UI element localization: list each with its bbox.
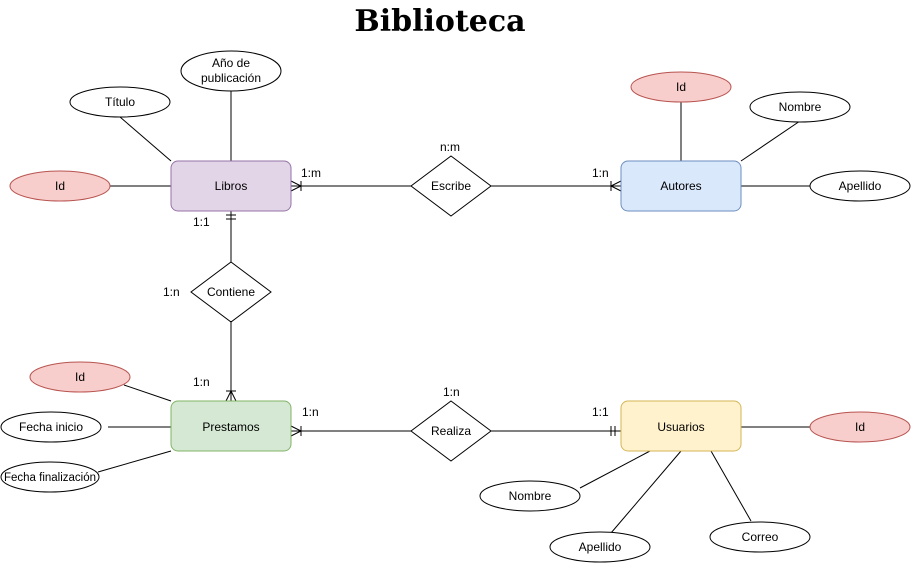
entity-libros-box <box>170 160 292 212</box>
cardinality-labels: 1:m n:m 1:n 1:1 1:n 1:n 1:n 1:n 1:1 <box>163 140 609 419</box>
attr-prestamos-id: Id <box>29 361 131 393</box>
attr-autores-nombre-ellipse <box>749 91 851 123</box>
connectors <box>97 91 811 534</box>
card-realiza-top: 1:n <box>443 385 460 399</box>
attr-prestamos-fecha-fin: Fecha finalización <box>0 461 100 493</box>
entity-autores: Autores <box>620 160 742 212</box>
attr-usuarios-nombre-ellipse <box>479 480 581 512</box>
usuarios-correo-connector <box>710 450 752 522</box>
usuarios-nombre-connector <box>579 450 651 489</box>
card-escribe-autores: 1:n <box>592 166 609 180</box>
entity-usuarios-label: Usuarios <box>657 420 704 434</box>
card-escribe-top: n:m <box>440 140 460 154</box>
attr-prestamos-fecha-fin-ellipse <box>0 461 100 493</box>
attr-usuarios-id-label: Id <box>855 420 865 434</box>
autores-nombre-connector <box>740 120 801 162</box>
attr-libros-anio-label-2: publicación <box>201 71 261 85</box>
attr-usuarios-correo: Correo <box>709 521 811 553</box>
attr-autores-nombre: Nombre <box>749 91 851 123</box>
attr-autores-id-label: Id <box>676 80 686 94</box>
attr-usuarios-apellido-ellipse <box>549 531 651 563</box>
entity-usuarios: Usuarios <box>620 400 742 452</box>
relation-contiene: Contiene <box>190 261 272 323</box>
entity-autores-box <box>620 160 742 212</box>
prestamos-id-connector <box>123 384 172 402</box>
card-contiene-prestamos: 1:n <box>193 375 210 389</box>
attr-prestamos-id-label: Id <box>75 370 85 384</box>
attr-autores-id-ellipse <box>630 71 732 103</box>
attr-usuarios-apellido-label: Apellido <box>579 540 622 554</box>
diagram-title: Biblioteca <box>354 4 525 39</box>
entity-prestamos-box <box>170 400 292 452</box>
attr-libros-anio-label-1: Año de <box>212 56 250 70</box>
relation-escribe-label: Escribe <box>431 179 471 193</box>
attr-prestamos-id-ellipse <box>29 361 131 393</box>
card-contiene-libros: 1:1 <box>193 215 210 229</box>
relation-realiza-label: Realiza <box>431 424 471 438</box>
entity-prestamos-label: Prestamos <box>202 420 259 434</box>
prestamos-fecha-fin-connector <box>97 450 172 473</box>
attr-usuarios-nombre-label: Nombre <box>509 489 552 503</box>
attr-libros-anio: Año de publicación <box>180 50 282 92</box>
attr-autores-apellido: Apellido <box>809 170 911 202</box>
relation-contiene-diamond <box>190 261 272 323</box>
attr-prestamos-fecha-inicio: Fecha inicio <box>0 411 102 443</box>
attr-prestamos-fecha-inicio-ellipse <box>0 411 102 443</box>
attr-usuarios-id: Id <box>809 411 911 443</box>
attr-autores-apellido-label: Apellido <box>839 179 882 193</box>
entity-usuarios-box <box>620 400 742 452</box>
relation-contiene-label: Contiene <box>207 285 255 299</box>
card-realiza-prestamos: 1:n <box>302 405 319 419</box>
attr-libros-anio-ellipse <box>180 50 282 92</box>
attr-usuarios-id-ellipse <box>809 411 911 443</box>
attr-libros-id: Id <box>9 170 111 202</box>
relation-realiza-diamond <box>410 400 492 462</box>
relation-escribe: Escribe <box>410 155 492 217</box>
attr-autores-nombre-label: Nombre <box>779 100 822 114</box>
attr-usuarios-correo-label: Correo <box>742 530 779 544</box>
attr-libros-id-label: Id <box>55 179 65 193</box>
attr-usuarios-correo-ellipse <box>709 521 811 553</box>
attr-libros-id-ellipse <box>9 170 111 202</box>
card-escribe-libros: 1:m <box>301 166 321 180</box>
attr-prestamos-fecha-inicio-label: Fecha inicio <box>19 420 83 434</box>
card-realiza-usuarios: 1:1 <box>592 405 609 419</box>
relation-escribe-diamond <box>410 155 492 217</box>
entity-libros-label: Libros <box>215 179 248 193</box>
attr-usuarios-nombre: Nombre <box>479 480 581 512</box>
attr-libros-titulo: Título <box>69 86 171 118</box>
usuarios-apellido-connector <box>610 450 682 534</box>
entity-autores-label: Autores <box>660 179 701 193</box>
cardinality-markers <box>225 180 622 437</box>
entity-prestamos: Prestamos <box>170 400 292 452</box>
attr-libros-titulo-ellipse <box>69 86 171 118</box>
libros-titulo-connector <box>119 116 172 162</box>
attr-autores-apellido-ellipse <box>809 170 911 202</box>
entity-libros: Libros <box>170 160 292 212</box>
attr-usuarios-apellido: Apellido <box>549 531 651 563</box>
attr-libros-titulo-label: Título <box>105 95 135 109</box>
card-contiene-left: 1:n <box>163 285 180 299</box>
attr-autores-id: Id <box>630 71 732 103</box>
relation-realiza: Realiza <box>410 400 492 462</box>
attr-prestamos-fecha-fin-label: Fecha finalización <box>4 472 96 484</box>
